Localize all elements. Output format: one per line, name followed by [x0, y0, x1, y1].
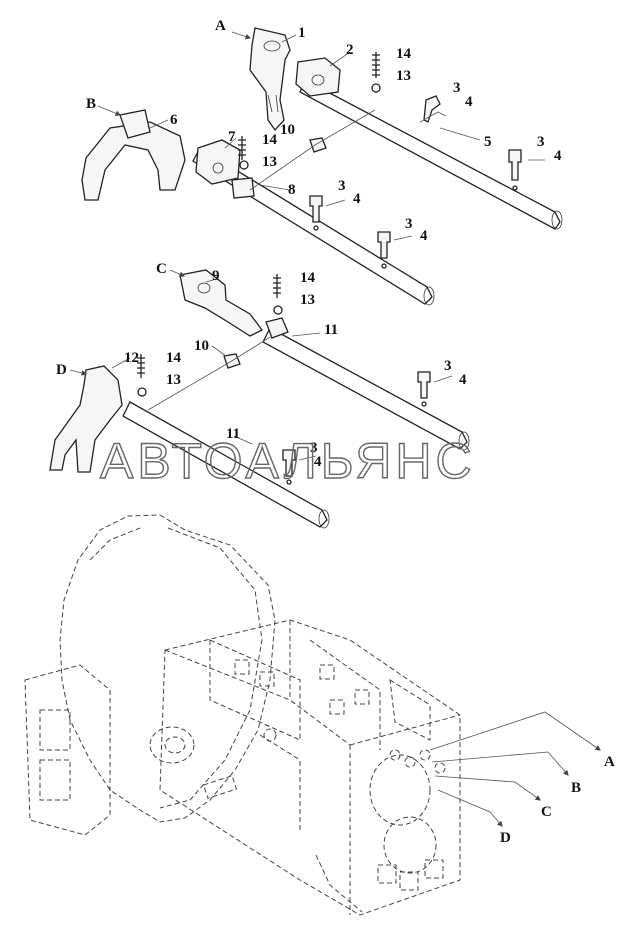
arrow-letter-d-out: D	[500, 830, 511, 846]
callout-3f: 3	[310, 440, 318, 456]
callout-5: 5	[484, 134, 492, 150]
bolt-3b	[508, 149, 522, 191]
spring-14a	[372, 52, 380, 78]
callout-13d: 13	[166, 372, 181, 388]
callout-3a: 3	[453, 80, 461, 96]
callout-10a: 10	[280, 122, 295, 138]
lock-wire-4a	[419, 111, 447, 123]
bolt-3e	[417, 371, 431, 407]
reference-arrows	[429, 711, 601, 827]
arrow-letter-d-top: D	[56, 362, 67, 378]
arrow-d-top	[69, 369, 88, 376]
callout-14c: 14	[300, 270, 316, 286]
interlock-line-b	[147, 335, 273, 411]
callout-12: 12	[124, 350, 139, 366]
callout-4d: 4	[420, 228, 428, 244]
callout-7: 7	[228, 129, 236, 145]
spring-14c	[273, 274, 281, 298]
callout-4a: 4	[465, 94, 473, 110]
callout-14b: 14	[262, 132, 278, 148]
shift-block-7	[195, 139, 255, 199]
bolt-3c	[309, 195, 323, 231]
callout-14a: 14	[396, 46, 412, 62]
callout-4c: 4	[353, 191, 361, 207]
callout-11a: 11	[324, 322, 338, 338]
shift-fork-12	[49, 365, 123, 473]
ball-13b	[239, 160, 249, 170]
shift-rod-8	[192, 147, 435, 306]
callout-13a: 13	[396, 68, 411, 84]
collar-11a	[265, 317, 289, 339]
interlock-pin-10a	[309, 137, 327, 153]
shift-fork-6	[81, 109, 186, 201]
callout-4e: 4	[459, 372, 467, 388]
spring-14d	[137, 354, 145, 378]
shift-rod-11b	[122, 401, 330, 529]
arrow-letter-a-out: A	[604, 754, 615, 770]
lock-wire-4f	[298, 455, 317, 461]
ball-13a	[371, 83, 381, 93]
gearbox-housing	[24, 514, 461, 916]
lock-wire-4e	[433, 375, 453, 383]
spring-14b	[238, 136, 246, 160]
watermark: АВТОАЛЬЯНС	[100, 433, 476, 489]
callout-6: 6	[170, 112, 178, 128]
arrow-letter-c-out: C	[541, 804, 552, 820]
arrow-letter-a-top: A	[215, 18, 226, 34]
callout-3c: 3	[338, 178, 346, 194]
bolt-3f	[282, 449, 296, 485]
callout-4b: 4	[554, 148, 562, 164]
callout-14d: 14	[166, 350, 182, 366]
callout-3e: 3	[444, 358, 452, 374]
callout-8: 8	[288, 182, 296, 198]
bolt-3d	[377, 231, 391, 269]
interlock-line-a	[249, 109, 376, 191]
lock-wire-4c	[325, 199, 346, 207]
arrow-a-top	[231, 31, 252, 40]
callout-3d: 3	[405, 216, 413, 232]
shift-rod-11a	[262, 327, 470, 451]
arrow-letter-c-top: C	[156, 261, 167, 277]
callout-11b: 11	[226, 426, 240, 442]
lock-wire-4d	[393, 235, 413, 241]
arrow-c-top	[169, 269, 186, 277]
callout-4f: 4	[314, 454, 322, 470]
arrow-b-top	[97, 105, 122, 116]
callout-1: 1	[298, 25, 306, 41]
callout-10b: 10	[194, 338, 209, 354]
shift-block-2	[295, 57, 341, 97]
ball-13c	[273, 305, 283, 315]
leader-lines	[111, 34, 481, 445]
shift-fork-9	[179, 269, 263, 337]
callout-2: 2	[346, 42, 354, 58]
callout-3b: 3	[537, 134, 545, 150]
arrow-letter-b-out: B	[571, 780, 581, 796]
shift-fork-1	[249, 27, 291, 132]
callout-13b: 13	[262, 154, 277, 170]
arrow-letter-b-top: B	[86, 96, 96, 112]
callout-13c: 13	[300, 292, 315, 308]
callout-9: 9	[212, 268, 220, 284]
ball-13d	[137, 387, 147, 397]
